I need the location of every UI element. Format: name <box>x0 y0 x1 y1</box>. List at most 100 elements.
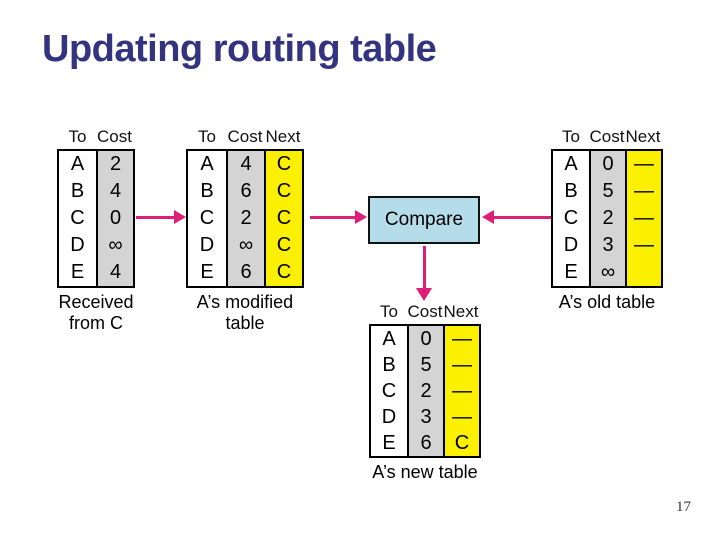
cell-cost: 0 <box>602 153 614 175</box>
column-next: C C C C C <box>264 151 302 286</box>
cell-to: C <box>199 207 215 229</box>
cell-cost: 4 <box>109 261 122 283</box>
cell-to: E <box>200 261 214 283</box>
column-to: A B C D E <box>553 151 589 286</box>
cell-next: — <box>634 180 654 202</box>
table-header-row: To Cost Next <box>551 127 663 147</box>
column-header-cost: Cost <box>407 302 443 321</box>
cell-next: C <box>276 261 292 283</box>
arrow-received-to-modified-line <box>136 216 174 219</box>
cell-to: C <box>563 207 579 229</box>
compare-box: Compare <box>368 196 480 244</box>
column-cost: 4 6 2 ∞ 6 <box>226 151 264 286</box>
table-header-row: To Cost <box>57 127 135 147</box>
column-header-next: Next <box>265 127 301 146</box>
caption-line: A’s new table <box>372 462 478 482</box>
column-header-to: To <box>68 127 87 146</box>
cell-next <box>627 259 661 286</box>
table-caption: A’s old table <box>551 292 663 313</box>
arrow-modified-to-compare-line <box>310 216 355 219</box>
arrow-right-icon <box>174 210 186 224</box>
cell-cost: 0 <box>109 207 122 229</box>
cell-cost: 6 <box>420 432 432 454</box>
cell-next: C <box>276 234 292 256</box>
table-body: A B C D E 2 4 0 ∞ 4 <box>57 149 135 288</box>
cell-cost: 6 <box>240 261 252 283</box>
caption-line: A’s modified <box>196 292 294 312</box>
caption-line: A’s old table <box>558 292 656 312</box>
cell-to: B <box>564 180 578 202</box>
arrow-compare-to-new-line <box>423 246 426 289</box>
table-body: A B C D E 4 6 2 ∞ 6 C C C C C <box>186 149 304 288</box>
cell-to: A <box>70 153 85 175</box>
arrow-down-icon <box>416 288 432 301</box>
table-body: A B C D E 0 5 2 3 6 — — — — C <box>369 324 481 458</box>
cell-to: A <box>564 153 578 175</box>
cell-cost: 2 <box>602 207 614 229</box>
cell-to: C <box>70 207 85 229</box>
cell-to: B <box>200 180 214 202</box>
cell-cost: 2 <box>420 380 432 402</box>
column-header-cost: Cost <box>97 127 132 146</box>
cell-next: C <box>454 432 470 454</box>
cell-next: C <box>276 180 292 202</box>
table-caption: Received from C <box>57 292 135 334</box>
arrow-right-icon <box>355 210 367 224</box>
cell-next: — <box>452 380 472 402</box>
table-body: A B C D E 0 5 2 3 ∞ — — — — <box>551 149 663 288</box>
column-to: A B C D E <box>188 151 226 286</box>
table-a-modified: To Cost Next A B C D E 4 6 2 ∞ 6 C C C <box>186 127 304 334</box>
cell-cost: 2 <box>240 207 252 229</box>
cell-to: C <box>381 380 397 402</box>
arrow-left-icon <box>482 210 494 224</box>
table-caption: A’s new table <box>369 462 481 483</box>
cell-next: — <box>634 234 654 256</box>
table-received-from-c: To Cost A B C D E 2 4 0 ∞ 4 Received fro… <box>57 127 135 334</box>
column-header-to: To <box>562 127 580 146</box>
column-next: — — — — <box>625 151 661 286</box>
cell-next: — <box>634 207 654 229</box>
caption-line: table <box>225 313 265 333</box>
column-header-cost: Cost <box>227 127 263 146</box>
cell-to: A <box>200 153 214 175</box>
slide-title: Updating routing table <box>42 28 437 70</box>
column-to: A B C D E <box>371 326 407 456</box>
column-cost: 0 5 2 3 6 <box>407 326 443 456</box>
column-header-next: Next <box>443 302 479 321</box>
cell-cost: ∞ <box>238 234 254 256</box>
cell-cost: 3 <box>602 234 614 256</box>
cell-cost: 3 <box>420 406 432 428</box>
cell-cost: 5 <box>420 354 432 376</box>
cell-next: — <box>452 328 472 350</box>
cell-cost: 4 <box>240 153 252 175</box>
cell-next: C <box>276 153 292 175</box>
cell-next: — <box>452 406 472 428</box>
cell-cost: ∞ <box>600 261 616 283</box>
caption-line: from C <box>69 313 123 333</box>
cell-to: D <box>563 234 579 256</box>
cell-to: B <box>382 354 396 376</box>
column-cost: 0 5 2 3 ∞ <box>589 151 625 286</box>
table-a-new: To Cost Next A B C D E 0 5 2 3 6 — — — <box>369 302 481 483</box>
column-header-cost: Cost <box>589 127 625 146</box>
cell-to: E <box>382 432 396 454</box>
table-header-row: To Cost Next <box>369 302 481 322</box>
cell-to: E <box>70 261 85 283</box>
cell-cost: ∞ <box>108 234 123 256</box>
column-cost: 2 4 0 ∞ 4 <box>96 151 133 286</box>
cell-to: E <box>564 261 578 283</box>
arrow-old-to-compare-line <box>494 216 551 219</box>
cell-cost: 2 <box>109 153 122 175</box>
column-header-to: To <box>198 127 216 146</box>
cell-cost: 4 <box>109 180 122 202</box>
column-header-next: Next <box>625 127 661 146</box>
cell-next: — <box>452 354 472 376</box>
page-number: 17 <box>676 499 691 515</box>
table-a-old: To Cost Next A B C D E 0 5 2 3 ∞ — — — <box>551 127 663 313</box>
cell-to: D <box>381 406 397 428</box>
column-to: A B C D E <box>59 151 96 286</box>
column-next: — — — — C <box>443 326 479 456</box>
caption-line: Received <box>58 292 134 312</box>
cell-to: D <box>70 234 85 256</box>
